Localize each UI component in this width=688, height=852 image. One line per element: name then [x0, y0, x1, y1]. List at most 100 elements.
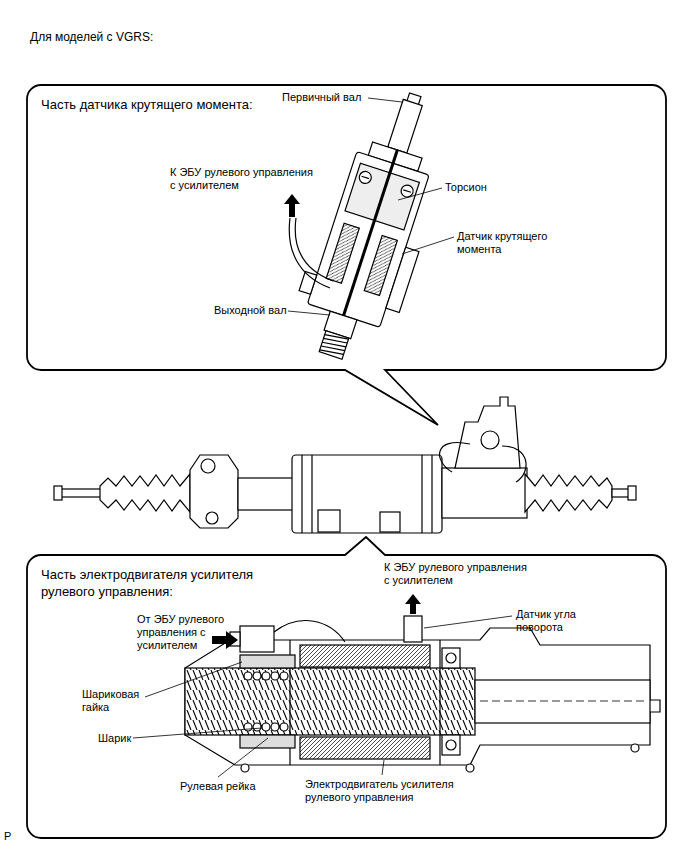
part-label: Выходной вал: [214, 304, 289, 317]
motor-section: [185, 668, 475, 735]
signal-arrow: [284, 194, 300, 204]
steering-gear: [206, 512, 218, 524]
steering-gear: [431, 455, 432, 533]
steering-gear: [442, 468, 527, 518]
motor-section: [446, 740, 456, 750]
motor-section: [300, 737, 430, 759]
steering-gear: [525, 474, 612, 512]
motor-section: [240, 626, 274, 652]
panel-outline: [27, 85, 666, 370]
steering-gear: [628, 486, 636, 500]
motor-section: [442, 735, 460, 755]
leader-lines: [133, 728, 262, 738]
leader-lines: [145, 662, 242, 697]
torque-sensor-assembly: [386, 247, 419, 312]
leader-lines: [218, 738, 268, 777]
leader-lines: [288, 98, 454, 315]
signal-arrows: [212, 594, 421, 649]
leader-lines: [398, 188, 442, 200]
motor-section: [240, 655, 295, 668]
steering-gear: [455, 397, 520, 468]
signal-arrows: [212, 636, 226, 644]
torque-sensor-assembly: [283, 79, 465, 371]
steering-gear: [421, 455, 422, 533]
torque-sensor-assembly: [320, 347, 344, 357]
motor-section: [253, 723, 261, 731]
part-label: Электродвигатель усилителя рулевого упра…: [305, 778, 495, 804]
motor-section: [274, 621, 345, 642]
motor-section: [280, 672, 288, 680]
leader-lines: [368, 98, 402, 102]
signal-label: К ЭБУ рулевого управления с усилителем: [384, 561, 534, 587]
motor-section: [442, 648, 460, 668]
steering-gear: [502, 446, 526, 482]
steering-gear: [60, 489, 102, 497]
torque-sensor-assembly: [361, 176, 369, 178]
steering-gear: [201, 459, 215, 473]
torque-sensor-assembly: [388, 99, 422, 153]
signal-arrows: [410, 603, 416, 614]
leader-lines: [382, 760, 384, 775]
part-label: Торсион: [445, 181, 525, 194]
signal-arrows: [226, 631, 238, 649]
motor-section: [300, 645, 430, 667]
sensor-cable: [289, 218, 333, 288]
torque-sensor-assembly: [326, 223, 359, 283]
steering-gear: [318, 510, 340, 532]
diagram-title: Для моделей с VGRS:: [30, 30, 153, 44]
torque-sensor-assembly: [342, 150, 397, 320]
steering-gear: [292, 455, 442, 533]
steering-gear: [54, 397, 636, 533]
steering-gear: [380, 512, 400, 532]
part-label: Датчик крутящего момента: [457, 230, 572, 256]
motor-section: [185, 616, 660, 772]
torque-sensor-assembly: [319, 331, 349, 359]
motor-section: [244, 672, 252, 680]
signal-label: От ЭБУ рулевого управления с усилителем: [137, 613, 237, 653]
motor-section: [253, 672, 261, 680]
motor-section: [240, 735, 295, 748]
leader-lines: [288, 311, 330, 315]
torque-sensor-assembly: [358, 170, 373, 185]
motor-section: [241, 764, 249, 772]
motor-section: [271, 723, 279, 731]
part-label: Шарик: [98, 732, 138, 745]
leader-lines: [402, 237, 454, 254]
part-label: Шариковая гайка: [82, 688, 157, 714]
panel-border: [27, 537, 666, 838]
steering-gear: [190, 455, 238, 528]
motor-section: [475, 680, 650, 723]
motor-section: [244, 723, 252, 731]
steering-gear: [238, 478, 293, 510]
part-label: Рулевая рейка: [180, 780, 280, 793]
motor-section: [480, 701, 645, 702]
signal-arrow: [289, 203, 295, 217]
steering-gear: [311, 455, 312, 533]
panel-heading: Часть электродвигателя усилителя рулевог…: [27, 555, 305, 613]
steering-gear: [100, 474, 190, 512]
steering-gear: [612, 489, 630, 497]
panel-border: [27, 85, 666, 425]
motor-section: [280, 723, 288, 731]
part-label: Датчик угла поворота: [516, 608, 611, 634]
motor-section: [262, 723, 270, 731]
motor-section: [271, 672, 279, 680]
sensor-cable: [295, 218, 333, 281]
callout-panel: Часть датчика крутящего момента:: [27, 85, 666, 370]
part-label: Первичный вал: [282, 91, 372, 104]
motor-section: [404, 616, 422, 642]
leader-lines: [424, 616, 512, 628]
motor-section: [439, 640, 440, 765]
signal-arrows: [405, 594, 421, 604]
steering-gear: [301, 455, 302, 533]
motor-section: [262, 672, 270, 680]
signal-arrow: [284, 194, 300, 217]
torque-sensor-assembly: [403, 190, 411, 192]
steering-gear: [54, 486, 62, 500]
panel-heading: Часть датчика крутящего момента:: [27, 85, 267, 126]
page-mark: P: [4, 830, 24, 843]
signal-label: К ЭБУ рулевого управления с усилителем: [170, 166, 320, 192]
steering-gear: [481, 431, 499, 449]
